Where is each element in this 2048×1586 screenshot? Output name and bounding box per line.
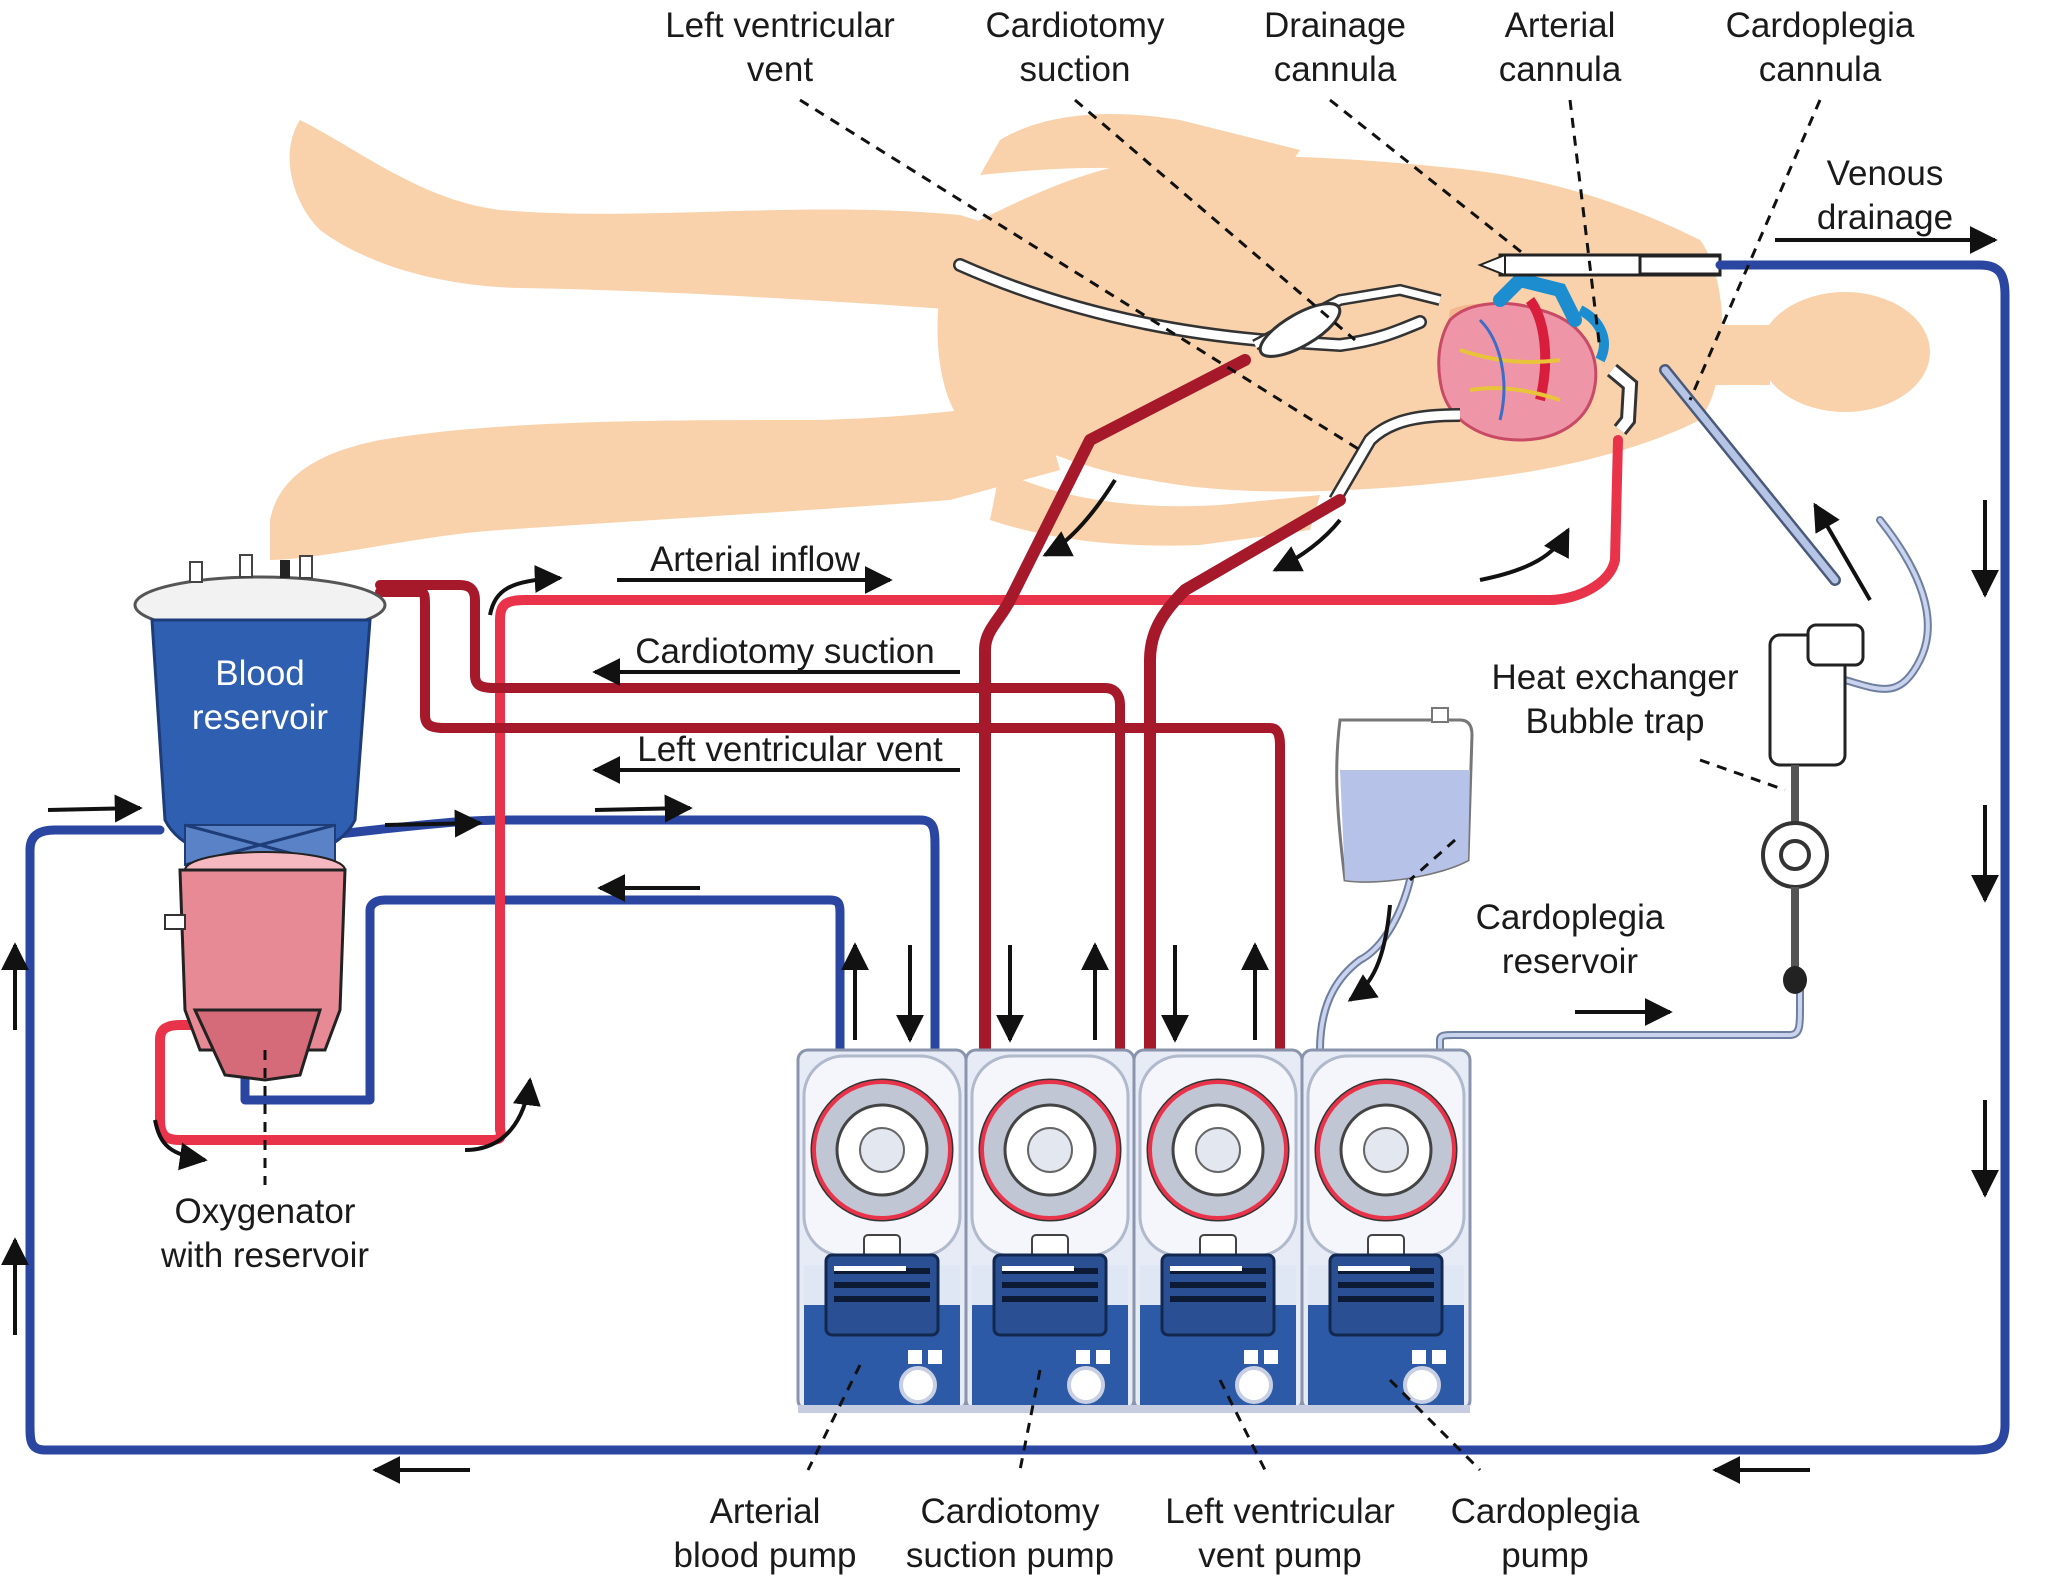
cardioplegia-reservoir-bag	[1335, 707, 1474, 883]
label-arterial-inflow: Arterial inflow	[649, 540, 861, 579]
lv-vent-return	[375, 587, 1285, 1055]
arrow-icon	[384, 809, 483, 838]
cardioplegia-pump-icon	[1300, 1048, 1472, 1413]
heat-exchanger	[1761, 623, 1865, 994]
arrow-icon	[1347, 904, 1392, 1002]
patient-body	[270, 114, 1930, 560]
oxygenator	[164, 851, 347, 1082]
patient-leg-upper	[289, 120, 1050, 310]
lv-vent-pump-icon	[1132, 1048, 1304, 1413]
lv-vent-to-pump	[1144, 494, 1346, 1056]
arrow-icon	[488, 565, 563, 616]
arrow-icon	[47, 794, 143, 823]
cardioplegia-feed	[1316, 876, 1414, 1054]
arrow-icon	[1042, 478, 1117, 557]
venous-return-loop	[240, 895, 845, 1105]
flow-arrows	[0, 226, 1999, 1484]
patient-head	[1760, 292, 1930, 412]
patient-arm-upper	[980, 114, 1300, 180]
arrow-icon	[464, 1077, 541, 1152]
arrow-icon	[1813, 502, 1872, 602]
arrow-icon	[594, 794, 693, 823]
patient-arm-lower	[990, 470, 1320, 546]
arrow-icon	[153, 1119, 208, 1171]
venous-drainage-line	[25, 260, 2010, 1455]
blood-reservoir	[133, 554, 387, 867]
arterial-blood-pump-icon	[796, 1048, 968, 1413]
arterial-inflow-line	[155, 1020, 506, 1145]
tubing	[25, 260, 2010, 1455]
arrow-icon	[1272, 518, 1342, 572]
cardioplegia-to-heat-exchanger	[1436, 976, 1804, 1054]
cannulas	[953, 253, 1841, 586]
heart-icon	[1437, 272, 1609, 442]
patient-neck	[1700, 325, 1770, 385]
cardiotomy-suction-pump-icon	[964, 1048, 1136, 1413]
arrow-icon	[1479, 527, 1570, 582]
leader-lines	[263, 98, 1822, 1472]
cardiotomy-suction-return	[375, 580, 1125, 1055]
patient-leg-lower	[270, 400, 1060, 560]
label-lv-vent-line: Left ventricular vent	[637, 730, 943, 769]
arterial-to-pump-1	[979, 354, 1251, 1056]
label-cardiotomy-suction-line: Cardiotomy suction	[635, 632, 935, 671]
roller-pumps	[796, 1048, 1472, 1413]
